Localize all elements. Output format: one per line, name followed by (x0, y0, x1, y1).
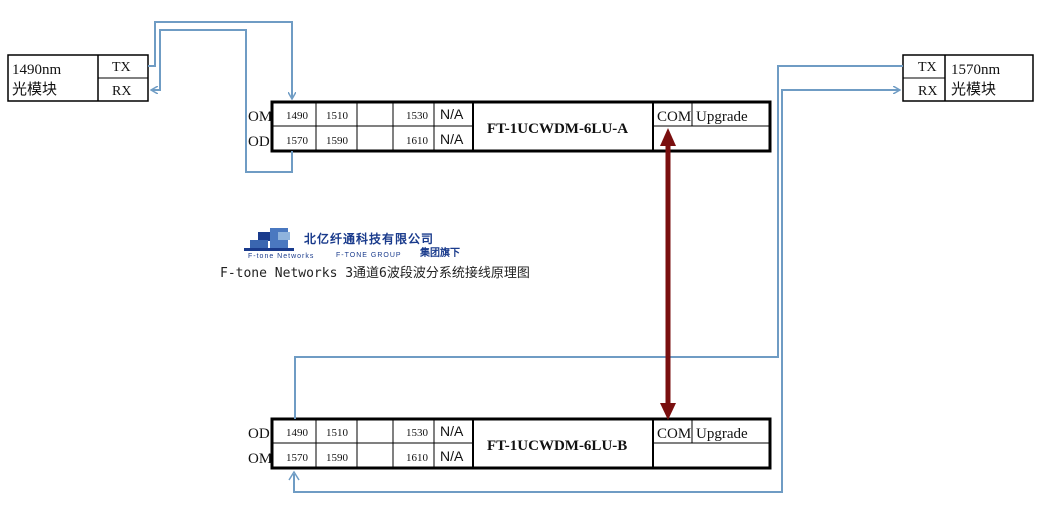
unit-b-com-port[interactable]: COM (657, 426, 692, 442)
unit-b-row1-label: OD (248, 426, 270, 442)
unit-b-port-1590[interactable]: 1590 (326, 452, 348, 464)
company-logo-graphic (244, 228, 294, 251)
left-module-name: 光模块 (12, 82, 58, 98)
unit-b-port-na-2: N/A (440, 448, 464, 464)
right-module-name: 光模块 (951, 82, 997, 98)
unit-a-port-1510[interactable]: 1510 (326, 110, 348, 122)
unit-b-chassis (270, 417, 772, 470)
com-trunk-link (660, 128, 676, 420)
diagram-caption: F-tone Networks 3通道6波段波分系统接线原理图 (220, 266, 530, 281)
fiber-left-tx-to-a-om (148, 21, 292, 98)
unit-a-port-1530[interactable]: 1530 (406, 110, 428, 122)
left-module-rx-port[interactable]: RX (112, 84, 132, 99)
fiber-a-od-to-left-rx (152, 29, 293, 173)
unit-b-row2-label: OM (248, 451, 273, 467)
right-module-tx-port[interactable]: TX (918, 60, 937, 75)
unit-b-port-1490[interactable]: 1490 (286, 427, 308, 439)
left-module-wavelength: 1490nm (12, 62, 62, 78)
logo-brand-en: F-tone Networks (248, 253, 315, 260)
unit-b-port-1570[interactable]: 1570 (286, 452, 308, 464)
unit-b-port-na-1: N/A (440, 423, 464, 439)
unit-a-row1-label: OM (248, 109, 273, 125)
unit-b-model: FT-1UCWDM-6LU-B (487, 438, 628, 454)
unit-a-port-1590[interactable]: 1590 (326, 135, 348, 147)
unit-a-upgrade-port[interactable]: Upgrade (696, 109, 748, 125)
unit-a-port-1490[interactable]: 1490 (286, 110, 308, 122)
logo-group-cn: 集团旗下 (420, 248, 460, 259)
unit-a-row2-label: OD (248, 134, 270, 150)
unit-b-port-1510[interactable]: 1510 (326, 427, 348, 439)
unit-a-port-na-1: N/A (440, 106, 464, 122)
right-module-wavelength: 1570nm (951, 62, 1001, 78)
fiber-right-tx-to-b (294, 65, 903, 419)
left-module-tx-port[interactable]: TX (112, 60, 131, 75)
unit-a-chassis (270, 100, 772, 153)
unit-a-port-1570[interactable]: 1570 (286, 135, 308, 147)
unit-b-port-1610[interactable]: 1610 (406, 452, 428, 464)
logo-group-en: F-TONE GROUP (336, 252, 402, 259)
unit-a-com-port[interactable]: COM (657, 109, 692, 125)
unit-b-upgrade-port[interactable]: Upgrade (696, 426, 748, 442)
unit-a-port-na-2: N/A (440, 131, 464, 147)
unit-a-model: FT-1UCWDM-6LU-A (487, 121, 629, 137)
unit-a-port-1610[interactable]: 1610 (406, 135, 428, 147)
logo-company-name: 北亿纤通科技有限公司 (304, 232, 435, 246)
left-optical-module (7, 54, 149, 102)
fiber-b-to-right-rx (293, 90, 899, 493)
unit-b-port-1530[interactable]: 1530 (406, 427, 428, 439)
right-module-rx-port[interactable]: RX (918, 84, 938, 99)
right-optical-module (902, 54, 1034, 102)
